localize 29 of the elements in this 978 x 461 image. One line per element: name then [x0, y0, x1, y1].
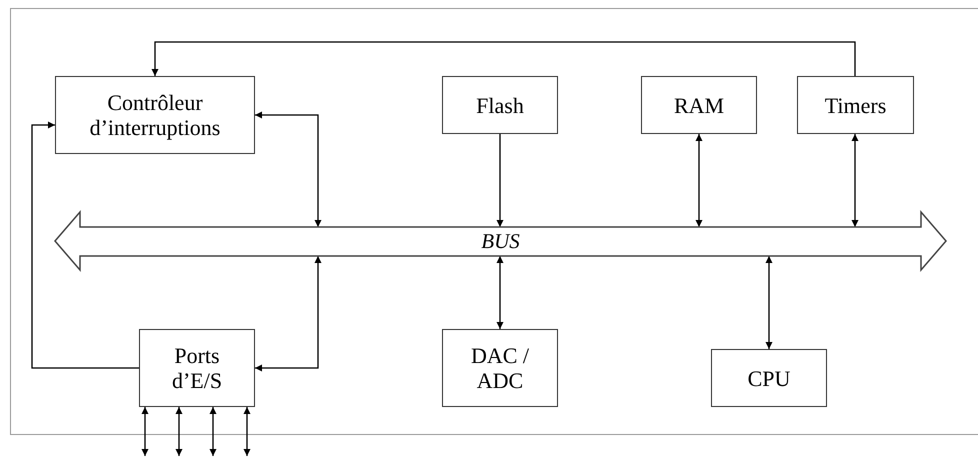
block-box — [797, 76, 914, 134]
bus-arrow-band — [55, 212, 946, 270]
arrow — [152, 41, 856, 76]
block-label: Ports d’E/S — [170, 343, 224, 393]
block-box — [442, 329, 558, 407]
arrow — [496, 256, 504, 329]
arrow — [31, 122, 139, 369]
block-box — [139, 329, 255, 407]
arrow — [852, 134, 858, 227]
arrow — [255, 112, 322, 227]
block-label: Contrôleur d’interruptions — [88, 90, 222, 140]
arrow — [255, 256, 322, 372]
block-label: RAM — [674, 92, 724, 118]
block-label: DAC / ADC — [470, 343, 530, 393]
block-label: CPU — [748, 366, 790, 390]
block-label: Flash — [476, 92, 524, 118]
block-label: Timers — [824, 92, 886, 118]
block-box — [711, 349, 827, 407]
arrow — [696, 134, 702, 227]
arrow — [176, 407, 182, 456]
bus-label: BUS — [481, 228, 520, 254]
arrow — [766, 256, 772, 349]
block-box — [641, 76, 757, 134]
block-box — [442, 76, 558, 134]
arrow — [496, 134, 504, 227]
arrow — [244, 407, 250, 456]
block-box — [55, 76, 255, 154]
arrow — [210, 407, 216, 456]
arrow — [142, 407, 148, 456]
